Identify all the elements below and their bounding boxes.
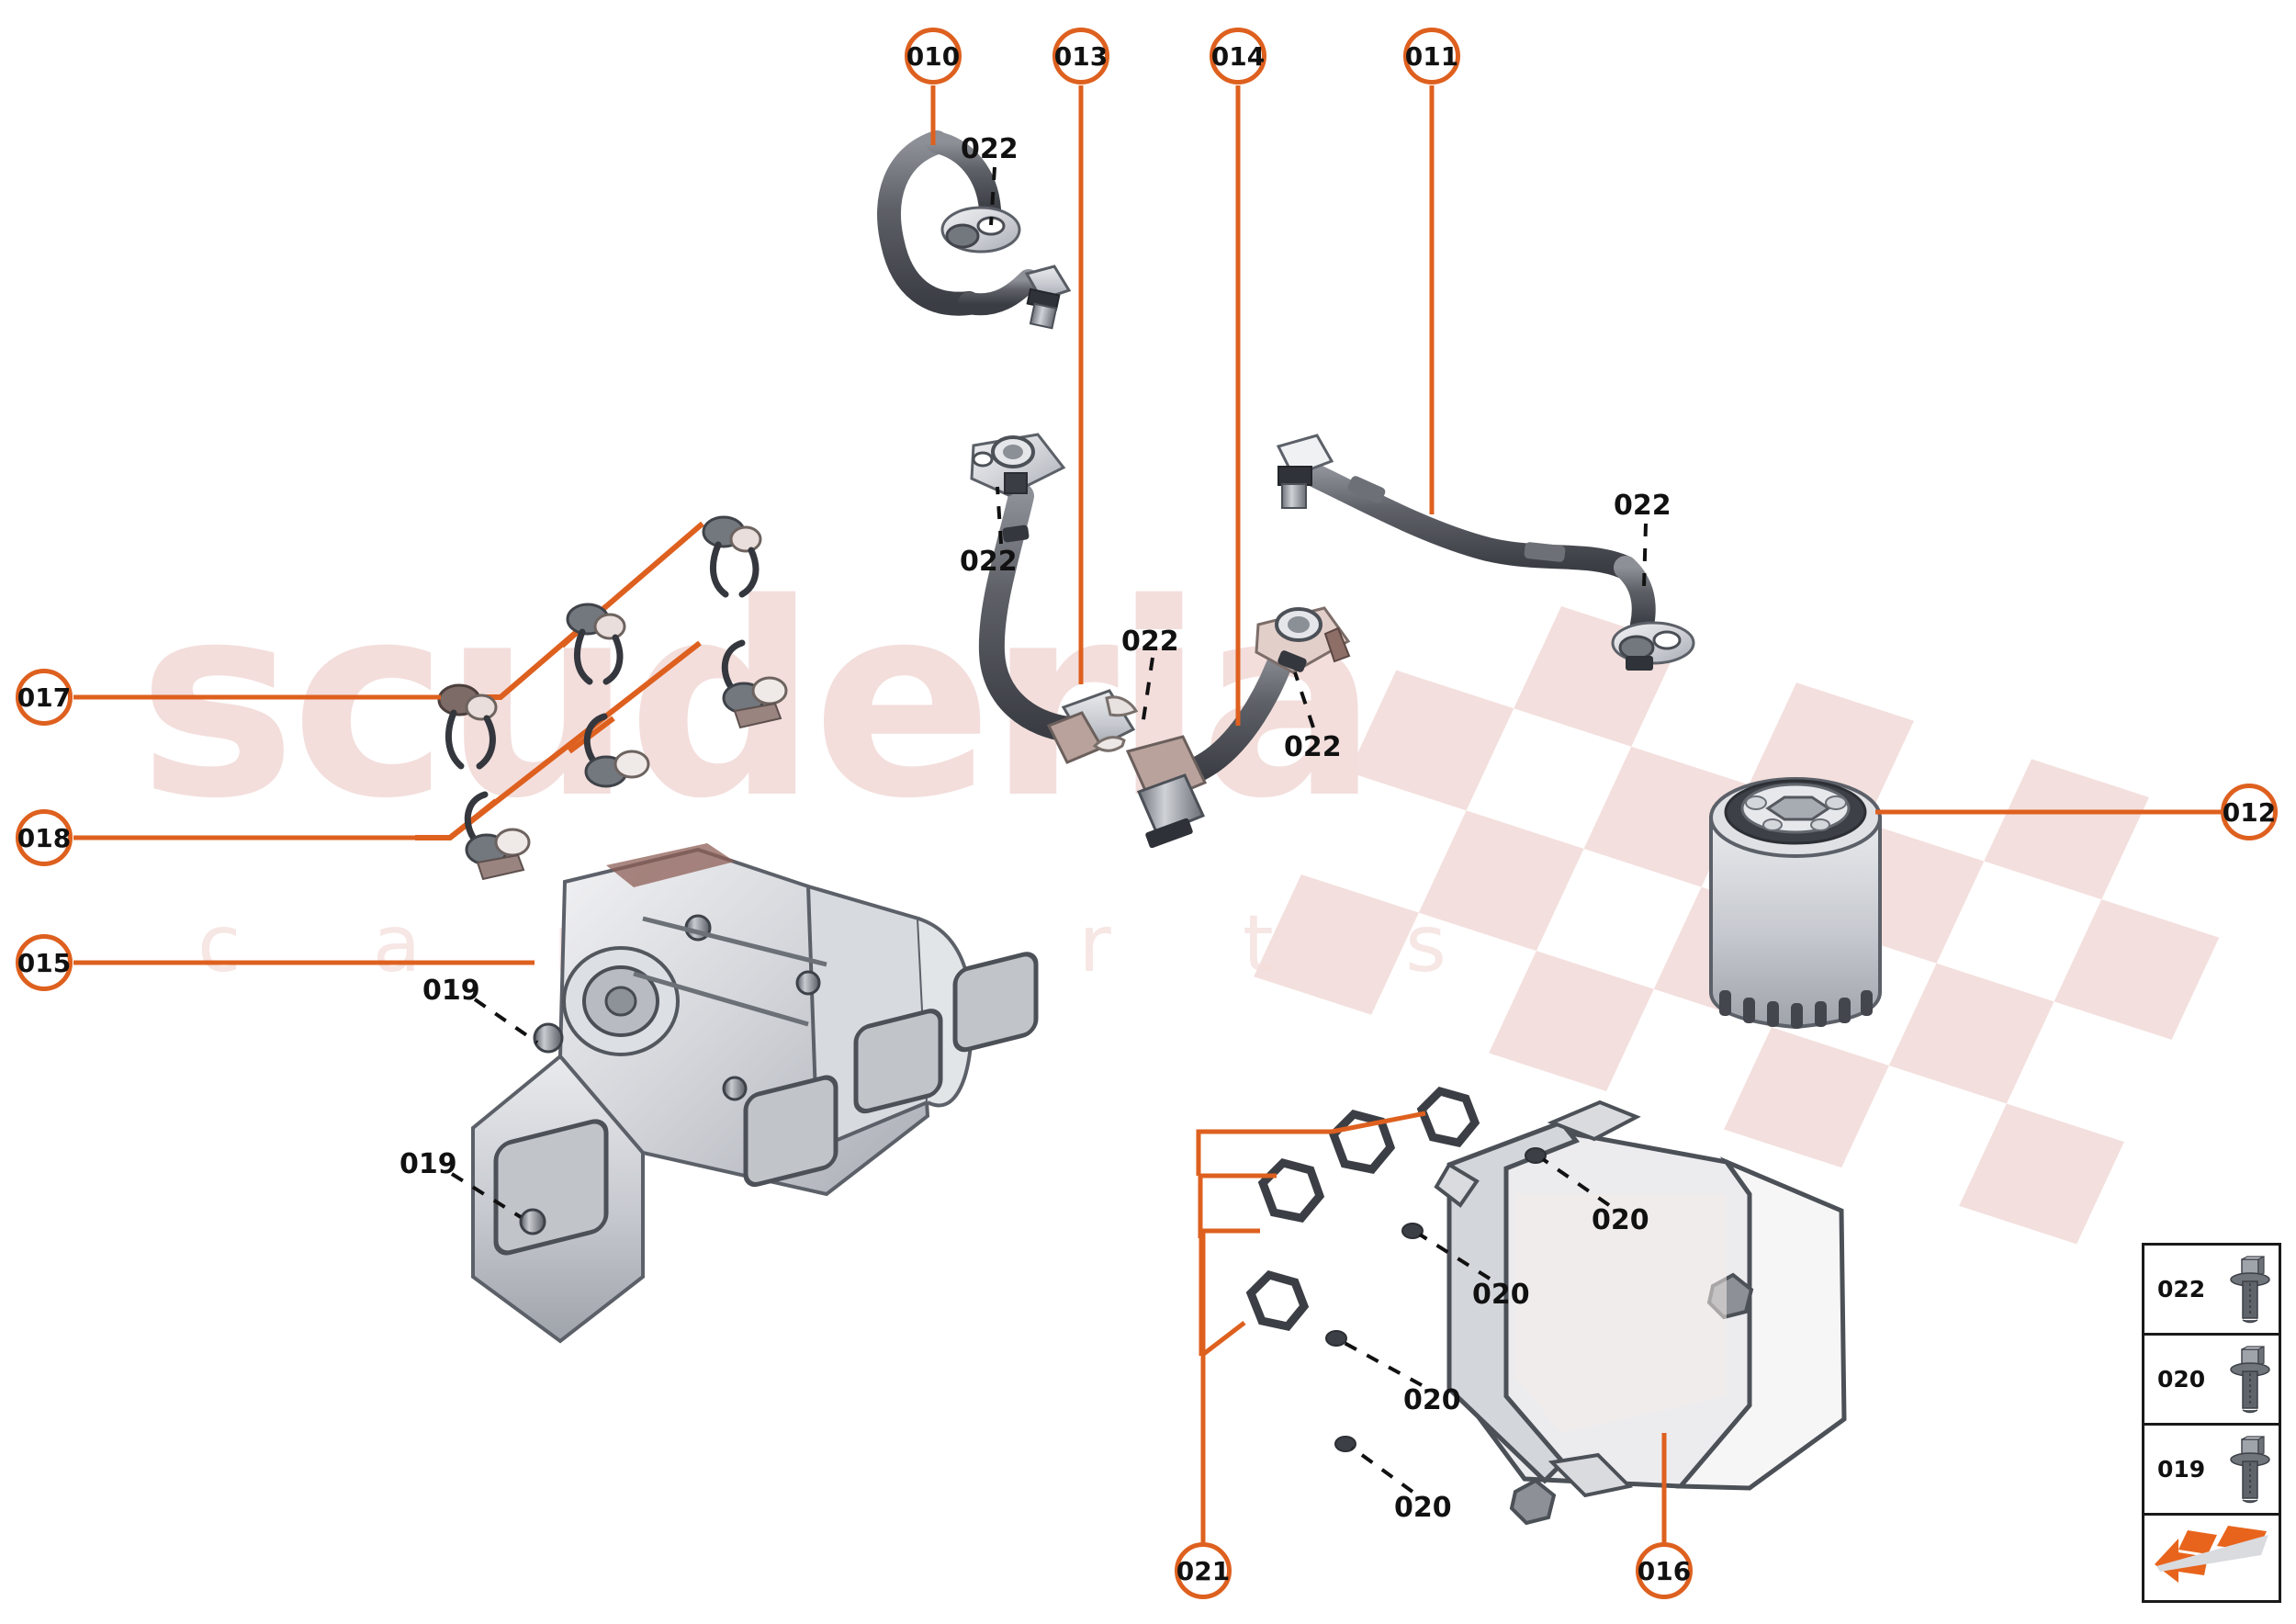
tag-label: 019 [422, 975, 480, 1007]
callout-018[interactable]: 018 [16, 809, 73, 866]
callout-label: 011 [1404, 40, 1459, 72]
tag-022-b: 022 [960, 546, 1018, 578]
flange-bolt-icon [2222, 1345, 2279, 1414]
callout-015[interactable]: 015 [16, 934, 73, 991]
tag-label: 022 [1614, 490, 1671, 522]
callout-label: 015 [17, 947, 72, 978]
tag-label: 020 [1394, 1492, 1452, 1524]
callout-012[interactable]: 012 [2221, 784, 2278, 840]
part-011-oil-line-long [1276, 434, 1695, 671]
callout-label: 021 [1176, 1555, 1231, 1586]
tag-label: 022 [961, 133, 1019, 165]
legend-row-022: 022 [2144, 1246, 2279, 1336]
tag-020-d: 020 [1394, 1492, 1452, 1524]
part-013-oil-line-upper-left [970, 433, 1139, 764]
tag-022-e: 022 [1614, 490, 1671, 522]
part-015-oil-filter-housing [471, 843, 1039, 1344]
callout-label: 018 [17, 822, 72, 853]
callout-014[interactable]: 014 [1210, 28, 1266, 85]
callout-017[interactable]: 017 [16, 669, 73, 726]
callout-label: 013 [1053, 40, 1109, 72]
tag-022-d: 022 [1284, 731, 1342, 763]
flange-bolt-icon [2222, 1255, 2279, 1324]
legend-row-arrow [2144, 1516, 2279, 1600]
tag-label: 022 [1284, 731, 1342, 763]
callout-label: 010 [906, 40, 961, 72]
callout-label: 016 [1637, 1555, 1692, 1586]
part-012-oil-filter-cartridge [1709, 777, 1882, 1030]
part-018-sensor-group-lower [415, 639, 788, 881]
callout-010[interactable]: 010 [905, 28, 962, 85]
callout-013[interactable]: 013 [1052, 28, 1109, 85]
tag-019-a: 019 [422, 975, 480, 1007]
tag-020-b: 020 [1472, 1279, 1530, 1311]
legend-row-019: 019 [2144, 1426, 2279, 1516]
callout-021[interactable]: 021 [1175, 1542, 1232, 1599]
callout-016[interactable]: 016 [1636, 1542, 1693, 1599]
callout-label: 012 [2222, 796, 2277, 828]
tag-label: 020 [1403, 1384, 1461, 1416]
part-021-gasket-seal-set [1245, 1086, 1480, 1331]
tag-label: 022 [1121, 626, 1179, 658]
flange-bolt-icon [2222, 1435, 2279, 1504]
tag-label: 020 [1592, 1204, 1649, 1236]
tag-022-c: 022 [1121, 626, 1179, 658]
legend-label-019: 019 [2157, 1456, 2206, 1483]
tag-020-a: 020 [1592, 1204, 1649, 1236]
callout-011[interactable]: 011 [1403, 28, 1460, 85]
tag-label: 022 [960, 546, 1018, 578]
legend-row-020: 020 [2144, 1336, 2279, 1426]
tag-label: 020 [1472, 1279, 1530, 1311]
callout-021-bracket [1196, 1111, 1426, 1542]
part-014-oil-line-lower-right [1092, 606, 1351, 849]
callout-label: 017 [17, 682, 72, 713]
tag-019-b: 019 [400, 1148, 457, 1180]
part-017-sensor-group-upper [437, 515, 762, 770]
tag-label: 019 [400, 1148, 457, 1180]
legend-box: 022 020 [2142, 1243, 2281, 1603]
callout-label: 014 [1210, 40, 1266, 72]
tag-020-c: 020 [1403, 1384, 1461, 1416]
legend-label-022: 022 [2157, 1276, 2206, 1303]
orange-arrow-icon [2144, 1524, 2279, 1592]
legend-label-020: 020 [2157, 1366, 2206, 1393]
tag-022-a: 022 [961, 133, 1019, 165]
part-016-oil-cooler [1325, 1100, 1847, 1526]
